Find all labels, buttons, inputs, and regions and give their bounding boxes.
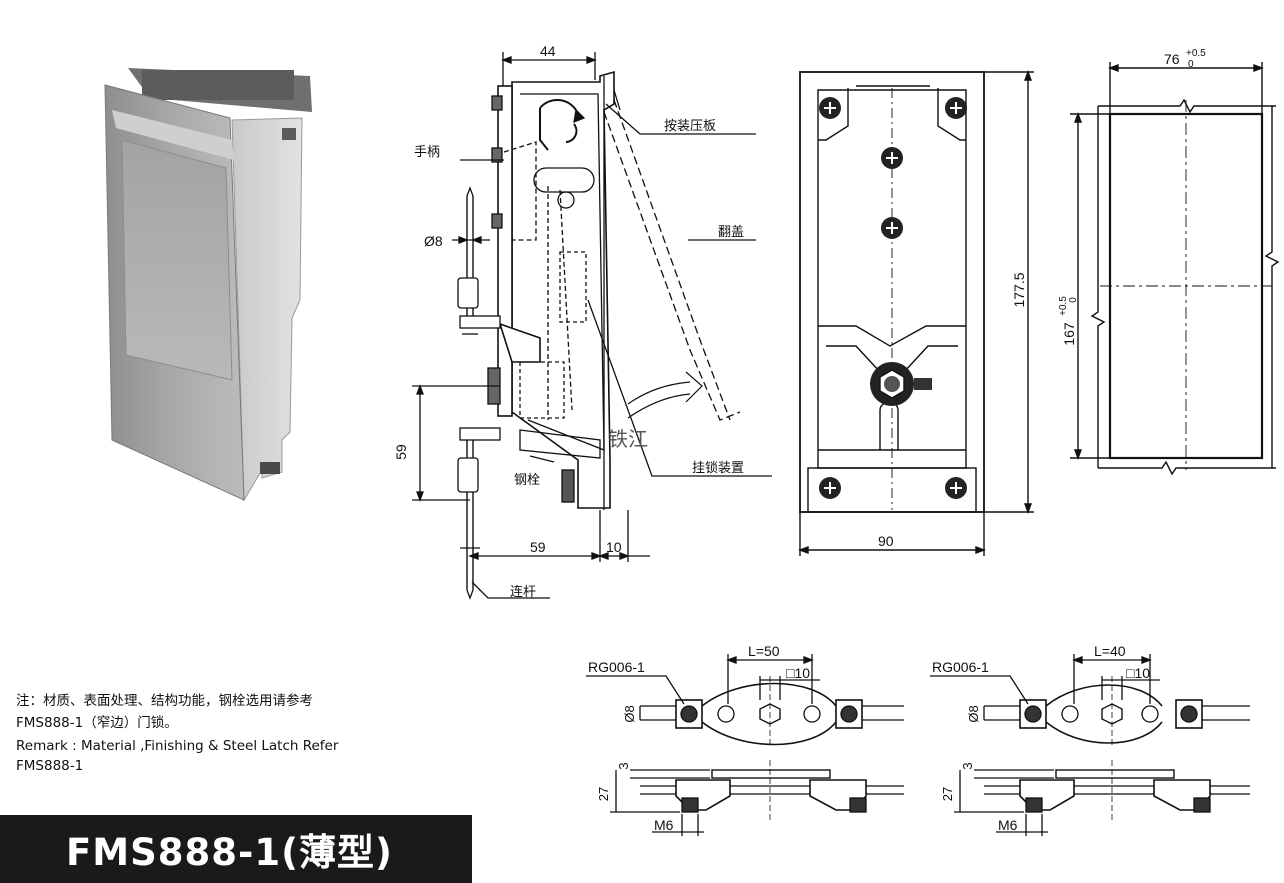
rod-detail-right xyxy=(930,654,1250,836)
cutout-view xyxy=(1070,62,1280,476)
rod-left-part: RG006-1 xyxy=(588,659,645,675)
label-mount-plate: 按装压板 xyxy=(664,119,716,134)
dim-76-tolerance: +0.5 xyxy=(1186,48,1206,59)
rod-right-t3: 3 xyxy=(960,762,975,769)
lock-photo xyxy=(104,68,312,502)
dim-76-tolerance-low: 0 xyxy=(1188,59,1194,70)
dim-167-tolerance: +0.5 xyxy=(1058,296,1069,316)
label-flip-cover: 翻盖 xyxy=(718,225,744,240)
dim-10: 10 xyxy=(606,539,622,555)
rod-left-thread: M6 xyxy=(654,817,674,833)
label-hang-lock: 挂锁装置 xyxy=(692,460,744,476)
rod-right-h27: 27 xyxy=(940,787,955,801)
title-bar: FMS888-1(薄型) xyxy=(0,815,472,883)
dim-59-vertical: 59 xyxy=(393,444,409,460)
rod-left-square: □10 xyxy=(786,665,810,681)
dim-167-tolerance-low: 0 xyxy=(1068,297,1079,303)
side-view xyxy=(412,52,772,600)
label-steel-latch: 钢栓 xyxy=(514,473,540,488)
product-title: FMS888-1(薄型) xyxy=(66,831,393,874)
rod-left-length: L=50 xyxy=(748,643,780,659)
rod-right-dia: Ø8 xyxy=(966,705,981,722)
watermark: 铁江 xyxy=(608,427,648,451)
rod-right-thread: M6 xyxy=(998,817,1018,833)
note-en-line2: FMS888-1 xyxy=(16,758,84,774)
rod-detail-left xyxy=(586,654,904,836)
rod-left-t3: 3 xyxy=(616,762,631,769)
label-handle: 手柄 xyxy=(414,145,440,160)
dim-59-horizontal: 59 xyxy=(530,539,546,555)
label-link-rod: 连杆 xyxy=(510,584,536,600)
dim-90: 90 xyxy=(878,533,894,549)
rod-right-part: RG006-1 xyxy=(932,659,989,675)
note-cn-line2: FMS888-1（窄边）门锁。 xyxy=(16,715,178,731)
dim-167: 167 xyxy=(1061,322,1077,346)
dim-dia-8: Ø8 xyxy=(424,233,443,249)
rod-left-dia: Ø8 xyxy=(622,705,637,722)
dim-44: 44 xyxy=(540,43,556,59)
dim-177-5: 177.5 xyxy=(1011,272,1027,307)
note-cn-line1: 注：材质、表面处理、结构功能，钢栓选用请参考 xyxy=(16,693,313,709)
rod-right-square: □10 xyxy=(1126,665,1150,681)
rod-right-length: L=40 xyxy=(1094,643,1126,659)
back-view xyxy=(798,70,1034,556)
dim-76: 76 xyxy=(1164,51,1180,67)
note-en-line1: Remark : Material ,Finishing & Steel Lat… xyxy=(16,738,339,754)
rod-left-h27: 27 xyxy=(596,787,611,801)
